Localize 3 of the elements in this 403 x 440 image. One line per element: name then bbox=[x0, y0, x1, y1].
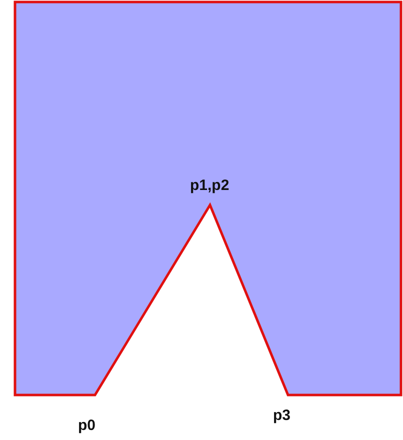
point-label: p3 bbox=[273, 408, 291, 423]
point-label: p1,p2 bbox=[190, 178, 230, 193]
point-label: p0 bbox=[78, 418, 96, 433]
